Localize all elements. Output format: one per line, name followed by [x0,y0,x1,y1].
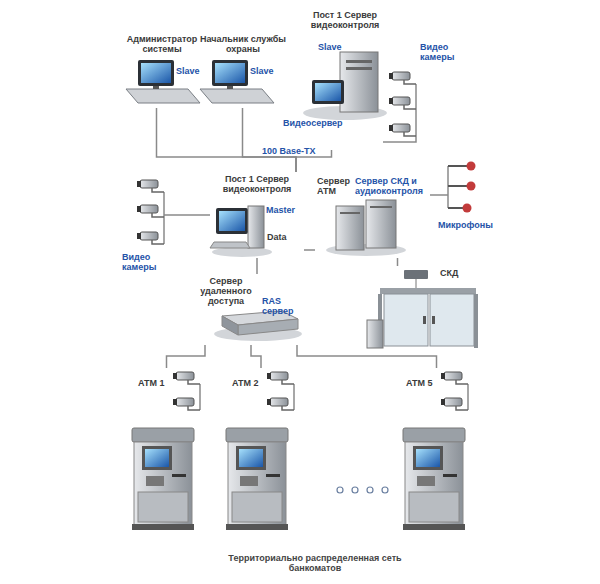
network-label: 100 Base-TX [262,146,332,156]
video-server-illustration [303,52,387,120]
connector-line [157,108,297,172]
master-pc-illustration [210,206,272,257]
diagram-caption: Территориально распределенная сеть банко… [215,553,415,573]
camera-group: Видео камеры [386,40,460,150]
workstation: Администратор системыSlave [118,32,195,108]
network-connector [243,108,297,172]
node-label: СКД [440,268,470,278]
network-connector [304,250,315,251]
node-label: Пост 1 Сервер видеоконтроля [212,174,302,194]
network-connector [185,215,210,216]
microphone-illustration [448,162,476,213]
node-label: Slave [250,66,284,76]
connector-line [397,258,399,266]
camera-group: Видео камеры [120,172,185,282]
node-label: Начальник службы охраны [198,34,288,54]
workstation: Начальник службы охраныSlave [195,32,290,108]
camera-illustration [137,72,468,410]
microphone-group: Микрофоны [438,158,488,232]
connector-line [243,108,297,172]
connector-line [383,141,386,143]
master-server: Пост 1 Сервер видеоконтроляMasterData [210,172,304,258]
network-connector [257,258,258,274]
network-connector [251,345,261,368]
node-label: Data [267,232,297,242]
connector-line [185,214,210,216]
node-label: Видеосервер [283,118,345,128]
connector-line [167,345,206,368]
node-label: Master [266,205,302,215]
network-connector [167,345,206,368]
network-connector [383,142,386,143]
connector-line [251,345,261,368]
access-control: СКД [365,266,488,352]
node-label: Сервер СКД и аудиоконтроля [355,176,429,196]
node-label: Slave [176,66,206,76]
continuation-dots [337,487,388,493]
node-label: Видео камеры [420,42,458,62]
node-label: Сервер удаленного доступа [194,276,258,306]
node-label: Сервер АТМ [317,176,353,196]
node-label: Администратор системы [122,34,202,54]
node-label: АТМ 2 [232,378,268,388]
atm-terminal: АТМ 2 [222,368,300,532]
node-label: АТМ 1 [138,378,174,388]
node-label: Микрофоны [438,220,488,230]
connector-line [430,194,438,196]
server-pair: Сервер АТМСервер СКД и аудиоконтроля [315,172,430,258]
node-label: RAS сервер [262,296,310,316]
ras-server: Сервер удаленного доступаRAS сервер [190,274,312,345]
network-connector [397,258,398,266]
access-door-illustration [367,270,478,348]
node-label: АТМ 5 [406,378,442,388]
bus-wires [164,84,468,410]
atm-terminal: АТМ 5 [398,368,475,532]
atm-terminal: АТМ 1 [128,368,205,532]
network-connector [157,108,297,172]
atm-illustration [132,428,465,530]
video-server: Пост 1 Сервер видеоконтроляSlaveВидеосер… [280,8,383,150]
connector-line [256,258,258,274]
connector-line [304,249,315,251]
node-label: Пост 1 Сервер видеоконтроля [308,10,382,30]
network-connector [430,195,438,196]
node-label: Slave [318,42,358,52]
node-label: Видео камеры [122,252,166,272]
server-illustration [326,200,406,256]
